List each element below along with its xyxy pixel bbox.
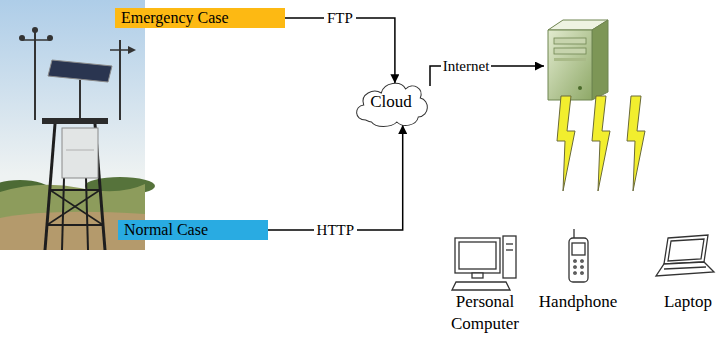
flow-arrow: [268, 125, 403, 230]
device-label: Personal Computer: [438, 291, 533, 335]
case-band: Emergency Case: [115, 8, 285, 28]
case-band: Normal Case: [118, 220, 268, 240]
personal-computer-icon: [452, 236, 516, 290]
device-label: Laptop: [664, 291, 712, 313]
network-label: Internet: [441, 58, 492, 75]
node-text: Emergency Case: [121, 8, 229, 27]
handphone-icon: [569, 229, 588, 282]
cloud-shape: Cloud: [352, 76, 430, 128]
protocol-label: FTP: [324, 10, 356, 27]
node-text: Normal Case: [124, 220, 208, 239]
laptop-icon: [656, 235, 714, 276]
weather-station-photo: [0, 0, 155, 250]
wireless-bolts: [557, 96, 645, 191]
server-icon: [548, 20, 608, 100]
node-text: Cloud: [370, 92, 412, 112]
flow-arrow: [285, 18, 395, 83]
device-label: Handphone: [539, 291, 617, 313]
protocol-label: HTTP: [314, 222, 358, 239]
